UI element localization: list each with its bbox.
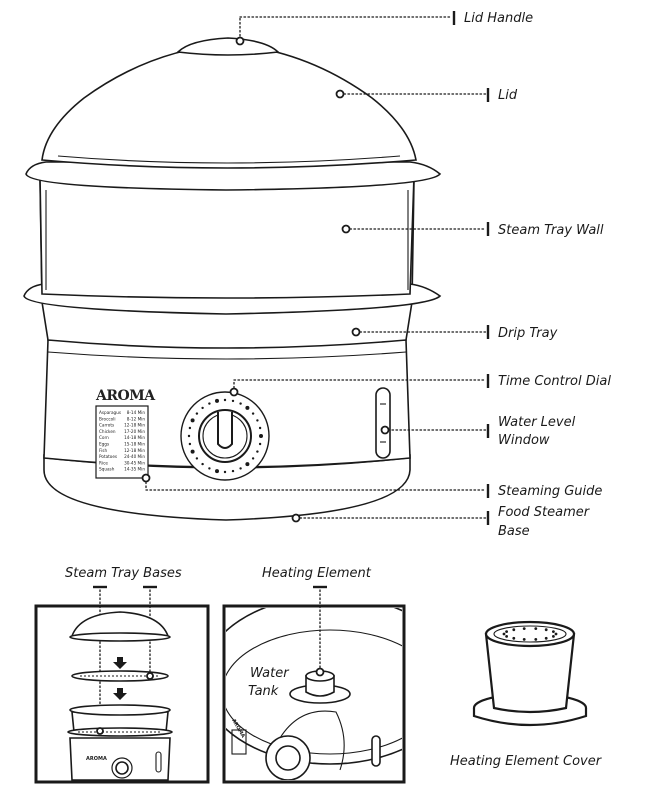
steaming-guide-time: 30-45 Min [124, 460, 145, 465]
time-control-dial[interactable] [180, 391, 270, 481]
dial-tick [239, 402, 242, 405]
vent-hole [522, 627, 526, 630]
dial-tick-marks [187, 398, 263, 474]
callout-lid: Lid [498, 88, 518, 103]
dial-tick [215, 469, 219, 474]
steaming-guide-food: Asparagus [99, 410, 121, 415]
steaming-guide-food: Rice [99, 460, 108, 465]
dial-tick [195, 412, 199, 415]
vent-hole [544, 628, 548, 632]
dial-tick [190, 418, 195, 423]
steaming-guide-food: Squash [99, 467, 115, 472]
steam-tray-wall [39, 175, 415, 299]
vent-hole [505, 635, 508, 638]
vent-hole [552, 630, 555, 633]
dial-tick [190, 449, 195, 454]
callout-time-control-dial: Time Control Dial [498, 374, 611, 389]
dial-tick [245, 405, 250, 410]
callouts: Lid Handle Lid Steam Tray Wall Drip Tray… [141, 11, 611, 539]
inset-steam-tray-bases: Steam Tray Bases AROMA [34, 566, 210, 784]
inset-heating-element: Heating Element AROMA Water Tank [222, 566, 406, 784]
callout-food-steamer-base-2: Base [498, 524, 530, 539]
dial-tick [223, 398, 227, 402]
dial-tick [256, 419, 259, 422]
callout-water-level-window-1: Water Level [498, 415, 576, 430]
steaming-guide-food: Fish [99, 448, 107, 453]
callout-water-level-window-2: Window [498, 433, 550, 448]
vent-hole [505, 630, 508, 633]
steaming-guide-food: Corn [99, 435, 109, 440]
steaming-guide-time: 15-18 Min [124, 442, 145, 447]
lid [41, 43, 417, 169]
steaming-guide-time: 14-35 Min [124, 467, 145, 472]
inset-label-water-tank-2: Tank [248, 684, 279, 699]
dial-tick [258, 442, 262, 446]
steam-tray-rim-upper [25, 161, 442, 191]
callout-steaming-guide: Steaming Guide [498, 484, 602, 499]
dial-tick [251, 457, 255, 460]
steaming-guide-food: Broccoli [99, 416, 116, 421]
dial-tick [195, 457, 199, 460]
dial-tick [259, 434, 263, 438]
steaming-guide-food: Carrots [99, 423, 114, 428]
dial-knob-grip [217, 412, 233, 449]
label-heating-element-cover: Heating Element Cover [450, 754, 603, 769]
vent-hole [502, 632, 506, 636]
vent-hole [534, 627, 538, 630]
inset-label-heating-element: Heating Element [262, 566, 372, 581]
vent-hole [512, 628, 516, 632]
callout-drip-tray: Drip Tray [498, 326, 558, 341]
steaming-guide-time: 8-12 Min [127, 416, 146, 421]
vent-hole [554, 632, 558, 636]
steaming-guide-food: Potatoes [99, 454, 117, 459]
vent-hole [534, 638, 538, 641]
dial-tick [208, 402, 211, 405]
dial-tick [231, 469, 235, 473]
callout-lid-handle: Lid Handle [464, 11, 533, 26]
steaming-guide-time: 8-14 Min [127, 410, 146, 415]
dial-tick [231, 399, 235, 403]
steaming-guide-time: 17-20 Min [124, 429, 145, 434]
inset-label-steam-tray-bases: Steam Tray Bases [65, 566, 182, 581]
vent-hole [512, 636, 516, 640]
dial-tick [201, 462, 204, 466]
steaming-guide-time: 14-18 Min [124, 435, 145, 440]
steaming-guide-time: 24-40 Min [124, 454, 145, 459]
steaming-guide-time: 12-18 Min [124, 423, 145, 428]
dial-tick [188, 426, 192, 430]
steaming-guide-food: Chicken [99, 429, 116, 434]
dial-tick [239, 467, 242, 470]
lid-handle [176, 37, 280, 56]
dial-tick [251, 412, 255, 415]
vent-hole [544, 636, 548, 640]
vent-hole [522, 638, 526, 641]
vent-hole [552, 635, 555, 638]
drip-tray [41, 301, 413, 349]
steaming-guide-time: 12-18 Min [124, 448, 145, 453]
dial-tick [245, 462, 250, 467]
callout-steam-tray-wall: Steam Tray Wall [498, 223, 604, 238]
dial-tick [223, 470, 227, 474]
dial-tick [256, 450, 259, 453]
dial-tick [188, 442, 192, 446]
brand-logo: AROMA [95, 388, 156, 404]
dial-tick [215, 398, 219, 403]
svg-text:AROMA: AROMA [86, 756, 107, 762]
dial-tick [258, 426, 262, 430]
inset-label-water-tank-1: Water [250, 666, 290, 681]
heating-element-cover: Heating Element Cover [450, 620, 603, 769]
dial-tick [201, 406, 204, 410]
steaming-guide-food: Eggs [99, 442, 109, 447]
callout-food-steamer-base-1: Food Steamer [498, 505, 591, 520]
water-level-window [375, 387, 391, 459]
dial-tick [208, 467, 211, 470]
dial-tick [187, 434, 191, 438]
cover-vent-holes [502, 627, 558, 641]
